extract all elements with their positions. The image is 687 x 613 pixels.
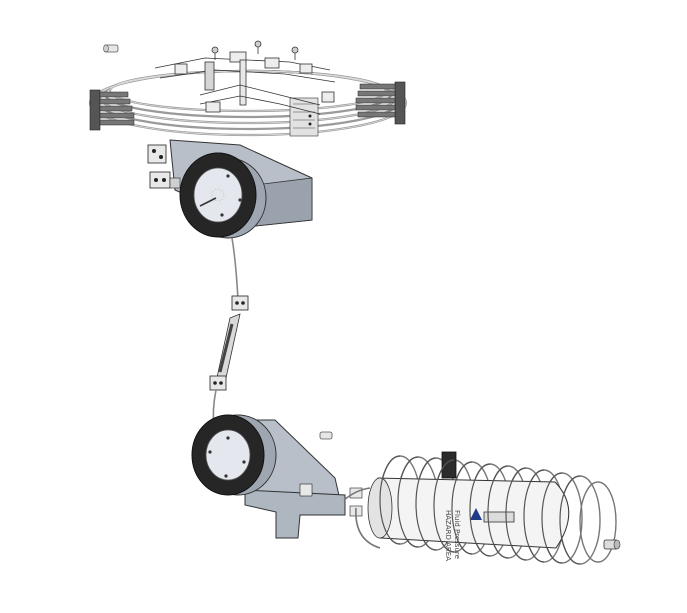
left-clamp-stack	[89, 89, 135, 131]
canister-label-line2: HAZARD AREA	[444, 510, 452, 561]
hazard-triangle-icon	[470, 508, 482, 520]
lower-reel-assembly	[191, 414, 381, 549]
mid-right-clamp	[289, 97, 319, 137]
spring-canister-assembly: Fluid Pressure HAZARD AREA	[367, 451, 621, 565]
right-clamp-stack	[355, 81, 406, 125]
end-fitting	[603, 539, 621, 550]
loose-nut-middle	[319, 431, 333, 440]
central-frame	[154, 40, 336, 115]
upper-reel-assembly	[147, 139, 313, 239]
canister-label-line1: Fluid Pressure	[453, 510, 461, 559]
cable-link	[209, 237, 249, 429]
top-coil-ring-assembly	[88, 40, 408, 137]
loose-nut-top	[103, 44, 119, 53]
